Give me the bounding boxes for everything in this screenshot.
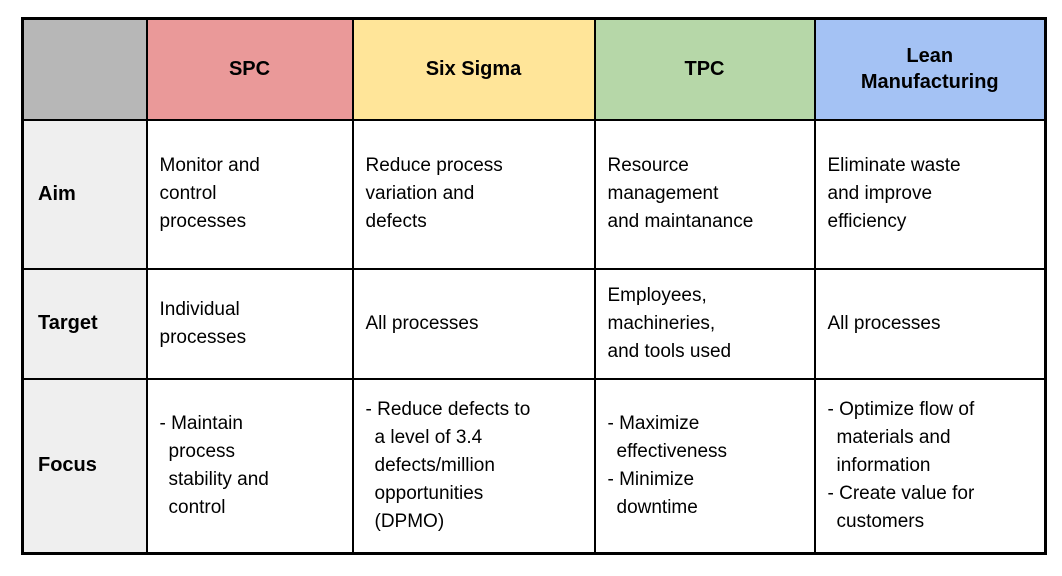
col-header-tpc: TPC [593,17,816,121]
bullet-item: - Reduce defects to a level of 3.4 defec… [365,398,531,532]
header-row: SPC Six Sigma TPC Lean Manufacturing [21,17,1047,121]
cell-focus-spc: - Maintain process stability and control [145,377,354,555]
row-label-aim: Aim [21,118,148,270]
col-header-lean: Lean Manufacturing [813,17,1047,121]
row-label-focus: Focus [21,377,148,555]
bullet-item: - Minimize downtime [607,468,698,518]
col-header-six-sigma: Six Sigma [351,17,596,121]
cell-aim-spc: Monitor and control processes [145,118,354,270]
cell-aim-tpc: Resource management and maintanance [593,118,816,270]
row-target: Target Individual processes All processe… [21,267,1047,380]
cell-target-tpc: Employees, machineries, and tools used [593,267,816,380]
col-header-six-sigma-label: Six Sigma [425,58,522,81]
bullet-item: - Optimize flow of materials and informa… [827,398,975,476]
row-aim: Aim Monitor and control processes Reduce… [21,118,1047,270]
cell-target-spc: Individual processes [145,267,354,380]
cell-aim-lean: Eliminate waste and improve efficiency [813,118,1047,270]
cell-focus-tpc: - Maximize effectiveness - Minimize downt… [593,377,816,555]
cell-target-lean: All processes [813,267,1047,380]
col-header-spc-label: SPC [228,58,271,81]
col-header-lean-label: Lean Manufacturing [860,45,999,94]
bullet-item: - Maximize effectiveness [607,412,728,462]
row-label-target: Target [21,267,148,380]
cell-focus-lean: - Optimize flow of materials and informa… [813,377,1047,555]
comparison-table: SPC Six Sigma TPC Lean Manufacturing Aim… [21,17,1047,555]
row-focus: Focus - Maintain process stability and c… [21,377,1047,555]
cell-aim-six-sigma: Reduce process variation and defects [351,118,596,270]
col-header-tpc-label: TPC [684,58,725,81]
page: SPC Six Sigma TPC Lean Manufacturing Aim… [21,17,1047,555]
bullet-item: - Create value for customers [827,482,975,532]
cell-target-six-sigma: All processes [351,267,596,380]
bullet-item: - Maintain process stability and control [159,412,269,518]
corner-cell [21,17,148,121]
col-header-spc: SPC [145,17,354,121]
cell-focus-six-sigma: - Reduce defects to a level of 3.4 defec… [351,377,596,555]
